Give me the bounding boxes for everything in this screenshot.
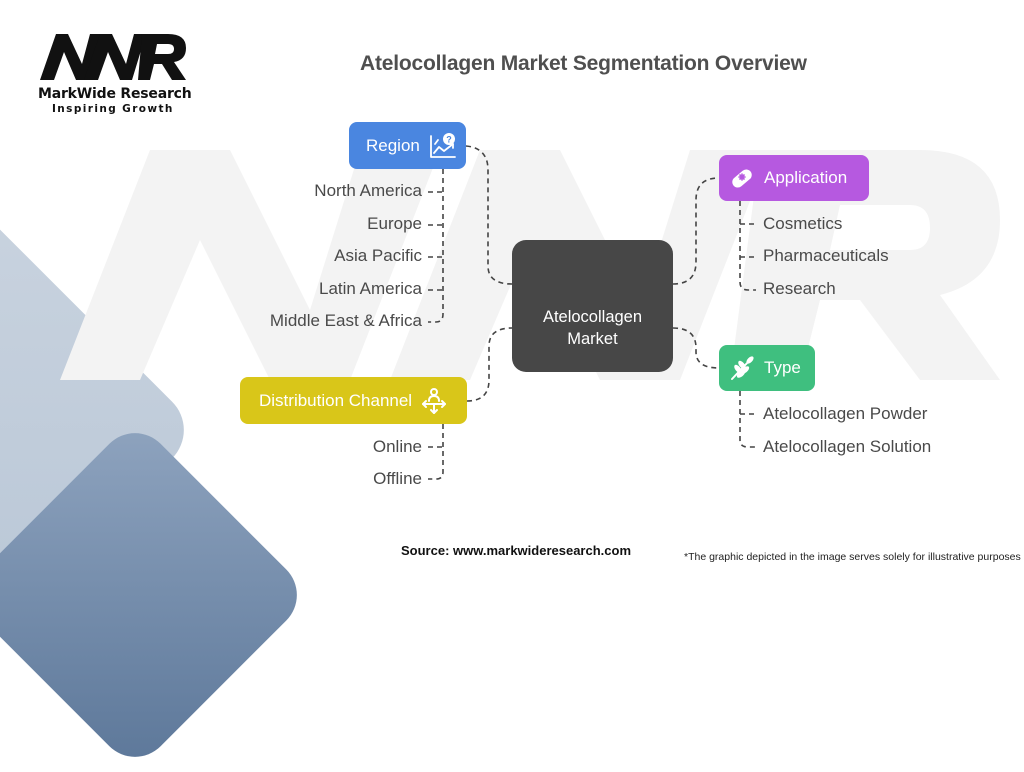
page-title: Atelocollagen Market Segmentation Overvi… (360, 52, 807, 75)
center-label-line1: Atelocollagen (542, 308, 643, 326)
person-arrows-icon (422, 387, 447, 414)
region-item: Asia Pacific (334, 246, 422, 265)
logo-mark-icon (40, 34, 186, 80)
application-item: Pharmaceuticals (763, 246, 889, 265)
application-item: Research (763, 279, 836, 298)
distribution-category: Distribution Channel (240, 377, 467, 424)
region-item: Europe (367, 214, 422, 233)
distribution-label: Distribution Channel (259, 390, 413, 410)
type-item: Atelocollagen Solution (763, 437, 932, 456)
type-item: Atelocollagen Powder (763, 404, 928, 423)
distribution-item: Online (372, 437, 422, 456)
wheat-icon (731, 356, 754, 380)
source-text: Source: www.markwideresearch.com (401, 543, 632, 558)
connector-lines (428, 145, 756, 480)
distribution-item: Offline (373, 469, 422, 488)
center-node: Atelocollagen Market (512, 240, 673, 372)
region-item: North America (314, 181, 422, 200)
chart-question-icon: ? (429, 132, 456, 158)
application-label: Application (764, 168, 848, 187)
logo-name: MarkWide Research (38, 86, 192, 102)
type-category: Type (719, 345, 815, 391)
type-label: Type (764, 358, 801, 377)
application-item: Cosmetics (763, 214, 843, 233)
application-category: Application (719, 155, 869, 201)
pill-icon (732, 169, 752, 188)
svg-text:?: ? (446, 134, 452, 144)
region-item: Middle East & Africa (269, 311, 422, 330)
logo: MarkWide Research Inspiring Growth (38, 30, 198, 115)
region-label: Region (366, 135, 420, 155)
region-item: Latin America (319, 279, 422, 298)
region-category: Region ? (349, 122, 466, 169)
center-label-line2: Market (567, 330, 618, 348)
disclaimer-text: *The graphic depicted in the image serve… (684, 551, 1021, 563)
logo-tagline: Inspiring Growth (52, 103, 174, 115)
